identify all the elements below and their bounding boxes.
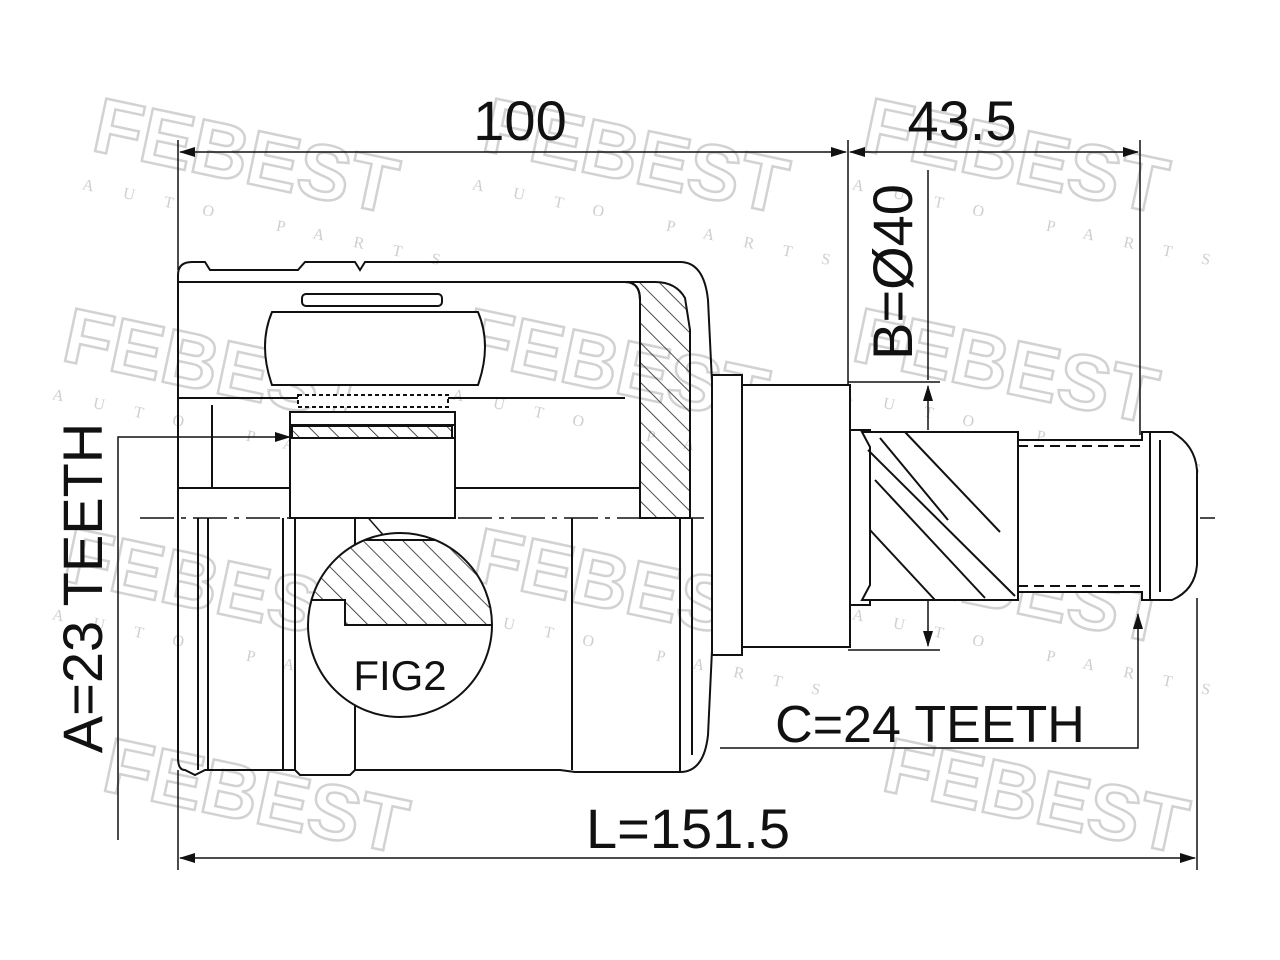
fig2-hatched-section [308,539,492,626]
shaft-end [1017,431,1198,601]
dim-text-seal-diameter: B=Ø40 [861,184,924,360]
needle-bearing [297,394,449,408]
watermark-brand-10: FEBEST [96,721,415,871]
roller-cap [301,293,443,307]
dim-text-outer-spline: C=24 TEETH [775,696,1085,754]
dim-text-overall-length: L=151.5 [586,797,790,860]
watermark-brand-1: FEBEST [86,81,405,231]
seal-surface [711,374,743,656]
extension-lines [177,140,1198,870]
leader-inner-spline [117,432,291,840]
roller-body [264,311,486,386]
shaft-collar [741,384,851,648]
dim-text-housing-length: 100 [473,89,566,152]
tripod-roller [264,293,486,519]
housing-outline [177,261,713,777]
housing [177,261,713,777]
shaft-neck [849,429,871,606]
leader-outer-spline [720,613,1143,749]
dimension-lines [117,147,1196,863]
spline-section [860,431,1019,601]
dim-text-inner-spline: A=23 TEETH [51,423,114,753]
stub-shaft [711,374,1198,656]
fig2-detail: FIG2 [307,532,493,718]
dim-text-shaft-length: 43.5 [908,89,1017,152]
housing-section-hatch [624,281,691,519]
fig2-label: FIG2 [353,652,446,699]
